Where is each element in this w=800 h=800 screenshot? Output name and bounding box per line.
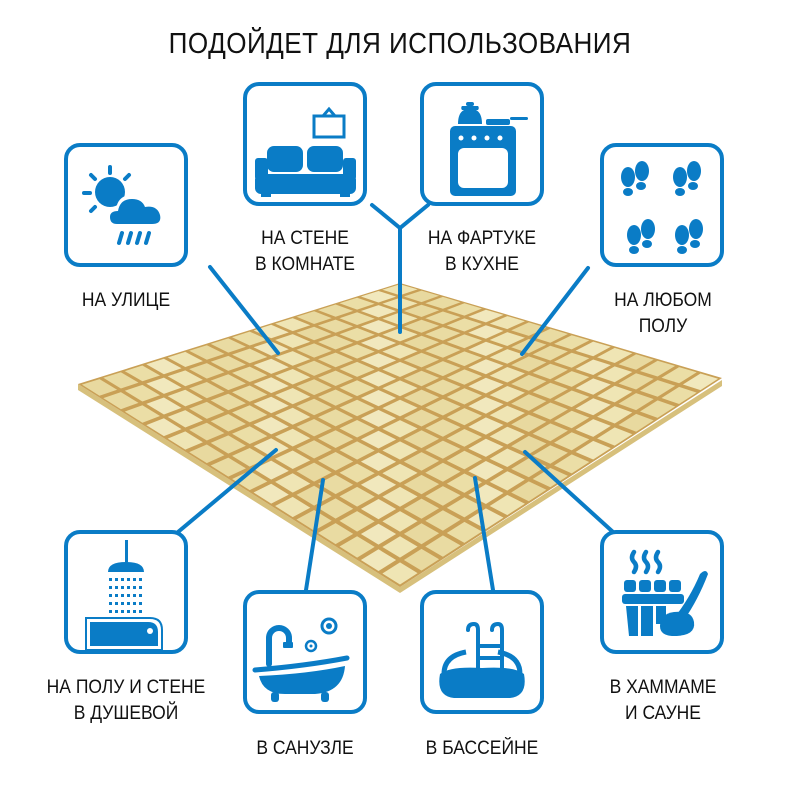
sauna-bucket-ladle-icon (622, 549, 708, 636)
usage-label-pool: В БАССЕЙНЕ (425, 738, 539, 759)
usage-label-sauna: В ХАММАМЕ И САУНЕ (609, 677, 717, 724)
connector-pool (473, 476, 495, 592)
usage-label-outdoor: НА УЛИЦЕ (81, 290, 171, 311)
connector-outdoor (208, 265, 280, 355)
usage-card-pool (420, 590, 544, 714)
usage-card-sauna (600, 530, 724, 654)
usage-card-outdoor (64, 143, 188, 267)
page-title: ПОДОЙДЕТ ДЛЯ ИСПОЛЬЗОВАНИЯ (168, 28, 632, 60)
usage-card-floor (600, 143, 724, 267)
stove-icon (450, 102, 528, 196)
usage-label-shower: НА ПОЛУ И СТЕНЕ В ДУШЕВОЙ (46, 677, 206, 724)
connector-lines (176, 203, 615, 592)
connector-sauna (523, 450, 615, 534)
connector-fork-top (370, 203, 430, 231)
sun-cloud-rain-icon (82, 165, 165, 245)
pool-ladder-icon (439, 621, 525, 698)
mosaic-tiles (81, 284, 719, 585)
bathtub-icon (252, 617, 350, 702)
usage-card-kitchen (420, 82, 544, 206)
connector-bathroom (304, 478, 325, 592)
usage-card-bathroom (243, 590, 367, 714)
connector-shower (176, 448, 278, 534)
footprints-icon (621, 161, 703, 254)
shower-icon (85, 540, 163, 650)
usage-label-bathroom: В САНУЗЛЕ (256, 738, 354, 759)
usage-card-shower (64, 530, 188, 654)
usage-card-room-wall (243, 82, 367, 206)
usage-label-room-wall: НА СТЕНЕ В КОМНАТЕ (255, 228, 355, 275)
usage-label-kitchen: НА ФАРТУКЕ В КУХНЕ (427, 228, 537, 275)
sofa-picture-icon (255, 106, 356, 197)
connector-floor (520, 266, 590, 356)
usage-label-floor: НА ЛЮБОМ ПОЛУ (614, 290, 712, 337)
